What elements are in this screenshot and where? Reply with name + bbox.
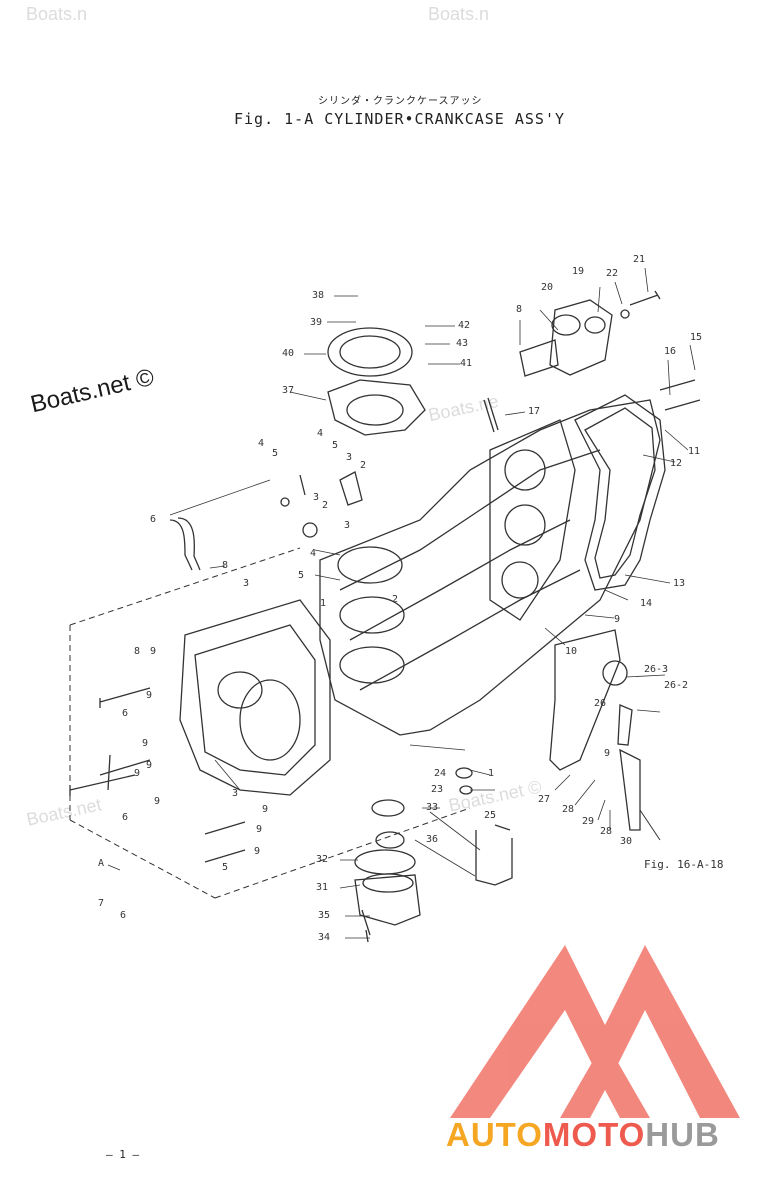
callout-26-3: 26-3 <box>644 664 669 675</box>
callout-A: A <box>98 858 105 869</box>
callout-1a: 1 <box>320 598 327 609</box>
callout-9b: 9 <box>146 690 153 701</box>
callout-4a: 4 <box>258 438 265 449</box>
callout-7: 7 <box>98 898 105 909</box>
callout-9d: 9 <box>146 760 153 771</box>
callout-5b: 5 <box>332 440 339 451</box>
callout-5c: 5 <box>298 570 305 581</box>
automotohub-logo: AUTOMOTOHUB <box>446 1116 720 1154</box>
callout-3e: 3 <box>232 788 239 799</box>
callout-9j: 9 <box>614 614 621 625</box>
callout-12: 12 <box>670 458 683 469</box>
callout-9k: 9 <box>604 748 611 759</box>
callout-21: 21 <box>633 254 646 265</box>
callout-11: 11 <box>688 446 701 457</box>
callout-9g: 9 <box>256 824 263 835</box>
callout-3c: 3 <box>344 520 351 531</box>
callout-3a: 3 <box>346 452 353 463</box>
callout-34: 34 <box>318 932 331 943</box>
callout-23: 23 <box>431 784 444 795</box>
callout-9i: 9 <box>134 768 141 779</box>
callout-40: 40 <box>282 348 295 359</box>
callout-35: 35 <box>318 910 331 921</box>
callout-25: 25 <box>484 810 497 821</box>
callout-13: 13 <box>673 578 686 589</box>
callout-5a: 5 <box>272 448 279 459</box>
callout-6b: 6 <box>122 708 129 719</box>
callout-16: 16 <box>664 346 677 357</box>
callout-33: 33 <box>426 802 439 813</box>
callout-24: 24 <box>434 768 447 779</box>
callout-39: 39 <box>310 317 323 328</box>
callout-2a: 2 <box>360 460 367 471</box>
callout-28a: 28 <box>562 804 575 815</box>
figure-reference: Fig. 16-A-18 <box>644 858 724 871</box>
callout-3d: 3 <box>243 578 250 589</box>
callout-41: 41 <box>460 358 473 369</box>
callout-37: 37 <box>282 385 295 396</box>
watermark-top-left: Boats.n <box>26 4 88 24</box>
callout-26: 26 <box>594 698 607 709</box>
title-japanese: シリンダ・クランクケースアッシ <box>318 96 483 107</box>
callout-9c: 9 <box>142 738 149 749</box>
page-number: — 1 — <box>106 1148 140 1161</box>
callout-20: 20 <box>541 282 554 293</box>
callout-6a: 6 <box>150 514 157 525</box>
callout-27: 27 <box>538 794 551 805</box>
callout-2b: 2 <box>322 500 329 511</box>
callout-43: 43 <box>456 338 469 349</box>
callout-9f: 9 <box>262 804 269 815</box>
callout-4b: 4 <box>317 428 324 439</box>
callout-9e: 9 <box>154 796 161 807</box>
callout-8b: 8 <box>134 646 141 657</box>
callout-32: 32 <box>316 854 329 865</box>
callout-38: 38 <box>312 290 325 301</box>
callout-28b: 28 <box>600 826 613 837</box>
callout-22: 22 <box>606 268 619 279</box>
callout-17: 17 <box>528 406 541 417</box>
callout-36: 36 <box>426 834 439 845</box>
figure-title: Fig. 1-A CYLINDER•CRANKCASE ASS'Y <box>234 110 566 128</box>
logo-part-auto: AUTO <box>446 1116 543 1153</box>
callout-9a: 9 <box>150 646 157 657</box>
callout-8a: 8 <box>222 560 229 571</box>
callout-42: 42 <box>458 320 471 331</box>
watermark-top-center: Boats.n <box>428 4 490 24</box>
callout-9h: 9 <box>254 846 261 857</box>
callout-14: 14 <box>640 598 653 609</box>
callout-19: 19 <box>572 266 585 277</box>
callout-6c: 6 <box>122 812 129 823</box>
callout-29: 29 <box>582 816 595 827</box>
logo-part-moto: MOTO <box>542 1116 646 1153</box>
callout-31: 31 <box>316 882 329 893</box>
callout-5d: 5 <box>222 862 229 873</box>
callout-1b: 1 <box>488 768 495 779</box>
logo-part-hub: HUB <box>645 1116 720 1153</box>
callout-26-2: 26-2 <box>664 680 689 691</box>
callout-30: 30 <box>620 836 633 847</box>
callout-8d: 8 <box>516 304 523 315</box>
callout-10: 10 <box>565 646 578 657</box>
callout-4c: 4 <box>310 548 317 559</box>
callout-3b: 3 <box>313 492 320 503</box>
callout-15: 15 <box>690 332 703 343</box>
callout-6d: 6 <box>120 910 127 921</box>
callout-2c: 2 <box>392 594 399 605</box>
